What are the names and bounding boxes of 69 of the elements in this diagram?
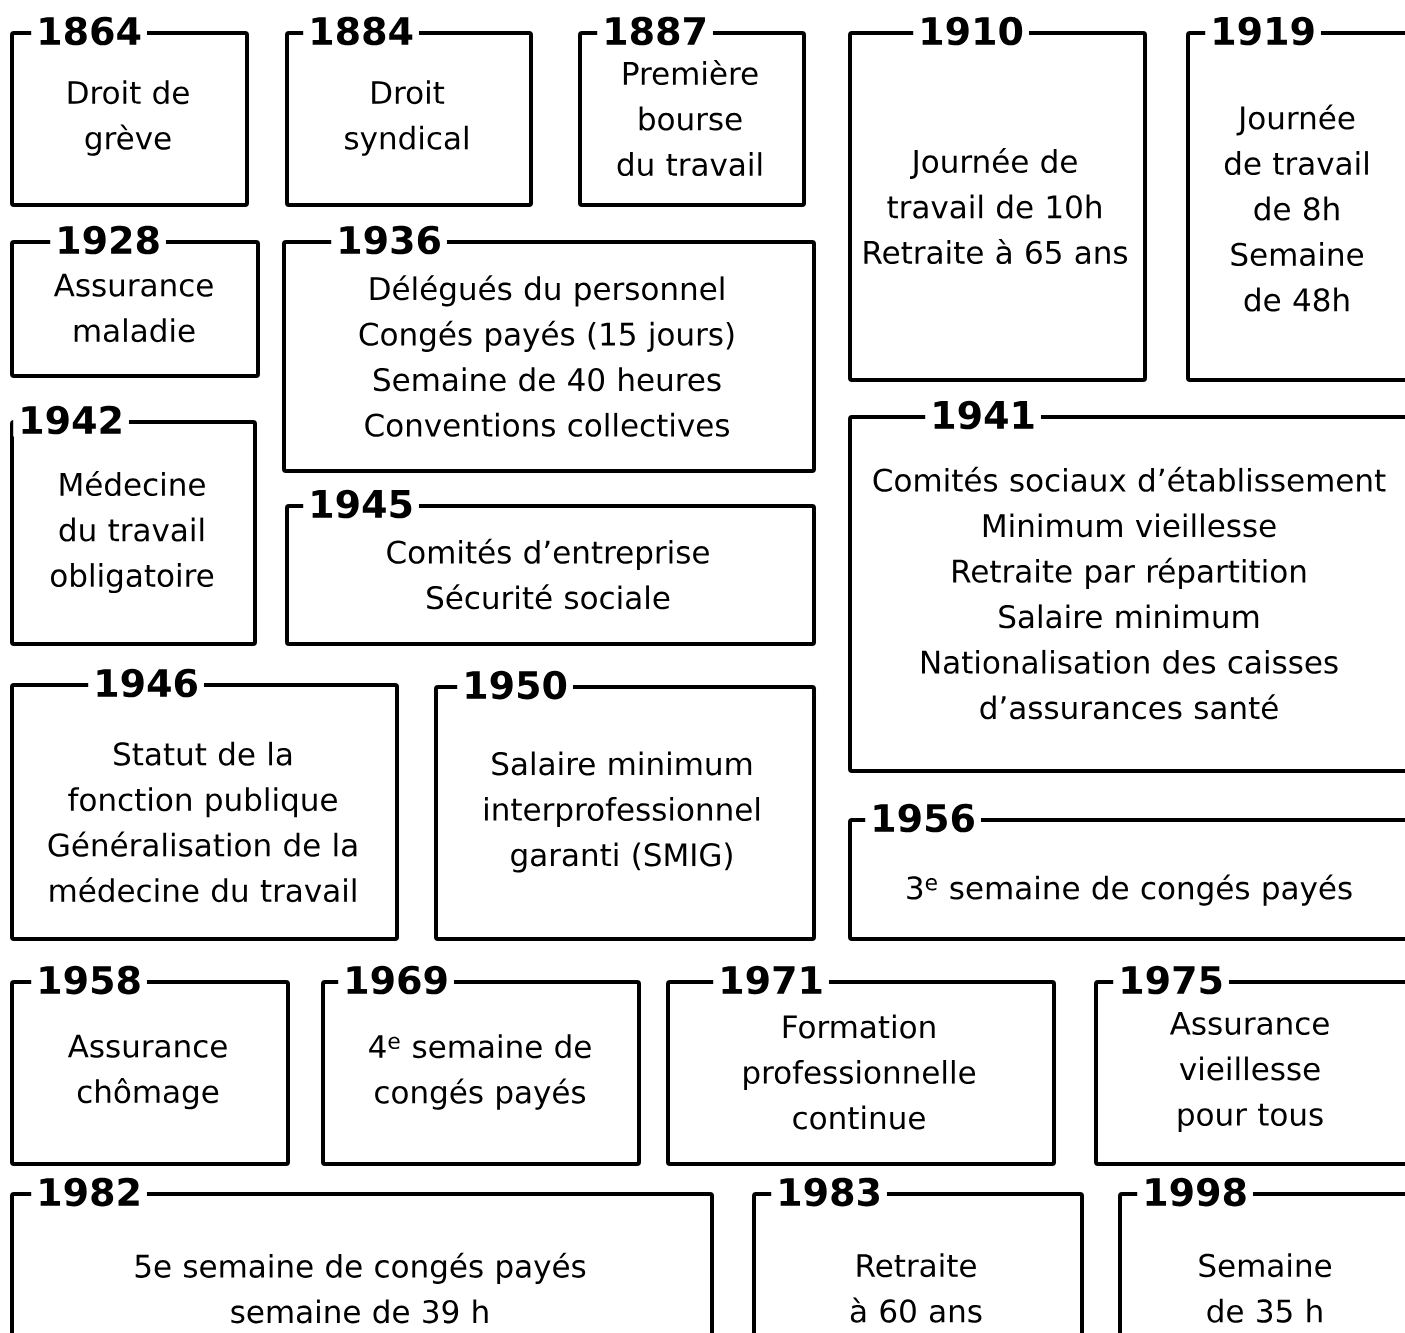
event-box [848, 14, 1147, 382]
year-label: 1910 [913, 14, 1029, 48]
event-box [10, 963, 290, 1166]
year-label: 1946 [88, 666, 204, 700]
description-text: Assurance chômage [67, 1034, 227, 1110]
description-text: Retraite à 60 ans [850, 1253, 982, 1323]
year-label: 1942 [13, 403, 129, 437]
event-box [285, 14, 533, 207]
event-box [578, 14, 806, 207]
event-box [10, 666, 399, 941]
node-label: Conventions collectives [365, 412, 729, 437]
description-text: Droit de grève [68, 80, 189, 156]
description-text: Formation professionnelle continue [744, 1014, 976, 1130]
node-label: Semaine de 40 heures [373, 367, 721, 392]
description-text: Comités d’entreprise Sécurité sociale [387, 538, 709, 610]
node-label: Délégués du personnel [370, 275, 724, 307]
event-box [282, 223, 816, 473]
event-box [285, 487, 816, 646]
description-text: Assurance maladie [53, 273, 213, 343]
year-label: 1971 [713, 963, 829, 997]
node-label: Nationalisation des caisses d’assurances santé [922, 649, 1338, 720]
event-box [666, 963, 1056, 1166]
node-label: Minimum vieillesse [983, 513, 1276, 538]
year-label: 1982 [31, 1175, 147, 1209]
description-text: Assurance vieillesse pour tous [1169, 1012, 1329, 1133]
year-label: 1887 [597, 14, 713, 48]
year-label: 1928 [50, 223, 166, 257]
description-text: Salaire minimum interprofessionnel garanti (SMIG) [485, 751, 760, 873]
year-label: 1941 [925, 398, 1041, 432]
year-label: 1884 [303, 14, 419, 48]
event-box [1186, 14, 1405, 382]
description-text: Journée de travail de 8h Semaine de 48h [1224, 104, 1368, 312]
event-box [10, 14, 249, 207]
event-box [321, 963, 641, 1166]
year-label: 1975 [1113, 963, 1229, 997]
node-label: Comités sociaux d’établissement [873, 466, 1386, 492]
node-label: Retraite par répartition [953, 557, 1306, 589]
year-label: 1958 [31, 963, 147, 997]
year-label: 1983 [771, 1175, 887, 1209]
year-label: 1950 [457, 668, 573, 702]
description-text: Statut de la fonction publique Généralisation de la médecine du travail [48, 741, 357, 903]
event-box [10, 403, 257, 646]
description-text: Première bourse du travail [617, 59, 762, 177]
description-text: Journée de travail de 10h Retraite à 65 ans [864, 147, 1128, 265]
description-text: Médecine du travail obligatoire [51, 470, 214, 594]
year-label: 1919 [1205, 14, 1321, 48]
description-text: Comités sociaux d’établissement Minimum vieillesse Retraite par répartition Salaire minimum Nationalisation des caisses d’assurances santé [873, 466, 1386, 720]
description-text: 5e semaine de congés payés semaine de 39 h [135, 1252, 586, 1324]
description-text: 3$^{e}$ semaine de congés payés [907, 874, 1352, 906]
year-label: 1936 [331, 223, 447, 257]
event-box [752, 1175, 1084, 1333]
event-box [1094, 963, 1405, 1166]
year-label: 1956 [865, 801, 981, 835]
description-text: Droit syndical [345, 80, 468, 156]
event-box [434, 668, 816, 941]
year-label: 1969 [338, 963, 454, 997]
event-box [10, 223, 260, 378]
description-text: 4$^{e}$ semaine de congés payés [369, 1034, 591, 1110]
description-text: Délégués du personnel Congés payés (15 jours) Semaine de 40 heures Conventions collectives [359, 275, 734, 437]
event-box [848, 398, 1405, 773]
node-label: Congés payés (15 jours) [359, 320, 734, 352]
event-box [1118, 1175, 1405, 1333]
description-text: Semaine de 35 h [1199, 1253, 1331, 1323]
year-label: 1945 [303, 487, 419, 521]
year-label: 1864 [31, 14, 147, 48]
event-box [848, 801, 1405, 941]
node-label: Salaire minimum [999, 604, 1259, 629]
event-box [10, 1175, 714, 1333]
year-label: 1998 [1137, 1175, 1253, 1209]
